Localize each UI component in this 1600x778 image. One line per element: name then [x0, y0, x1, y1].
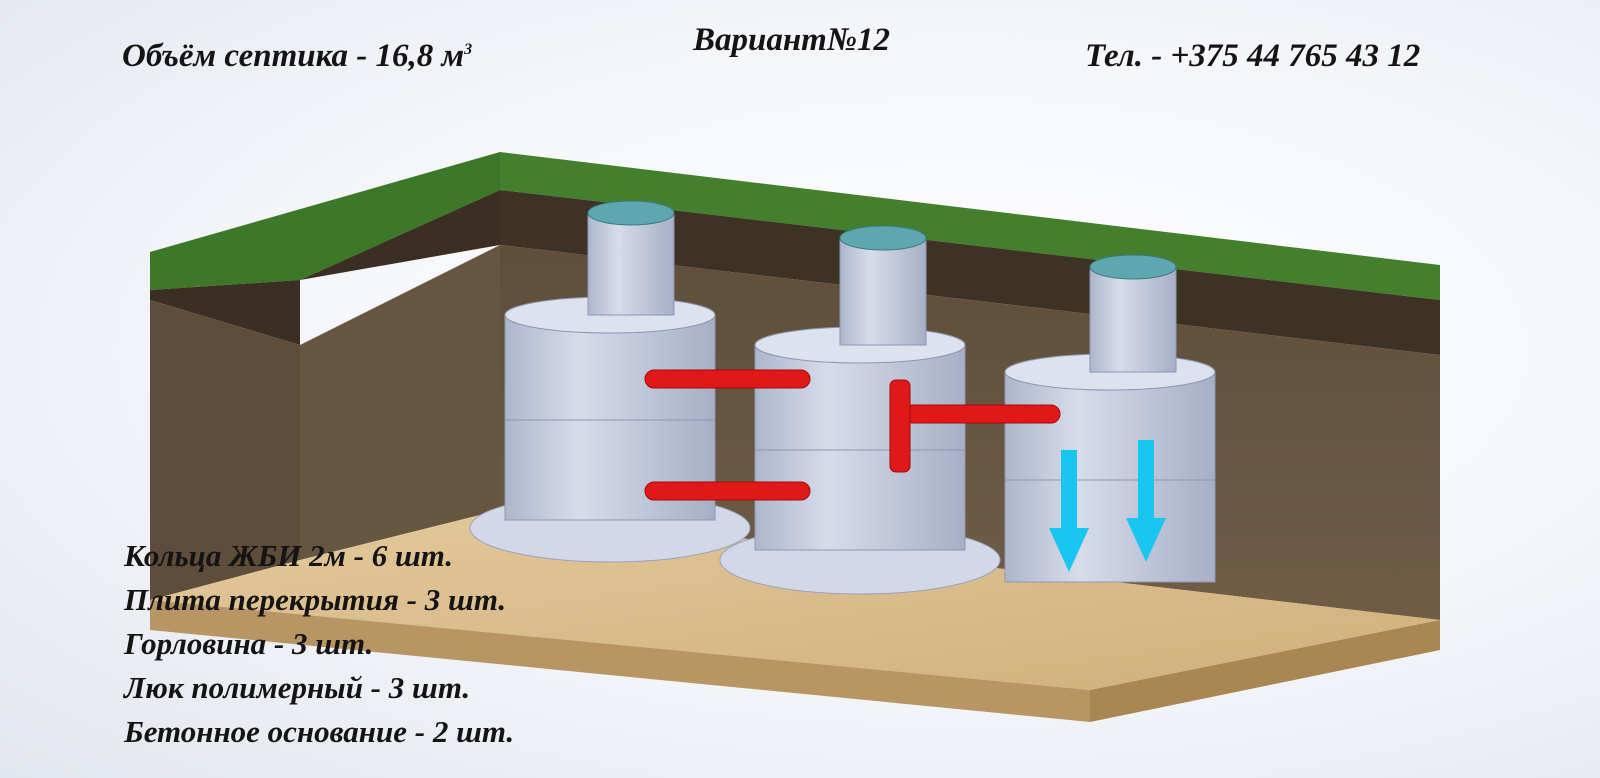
grass-top-back: [500, 152, 1440, 300]
manhole-hatch-icon: [839, 225, 927, 251]
septic-volume: Объём септика - 16,8 м3: [122, 38, 473, 74]
chamber-1-wall: [504, 314, 716, 521]
spec-item: Плита перекрытия - 3 шт.: [124, 582, 507, 617]
manhole-hatch-icon: [587, 200, 675, 226]
pipe-2-tee: [889, 379, 911, 473]
spec-item: Горловина - 3 шт.: [124, 626, 374, 661]
soil-left-wall: [150, 300, 300, 600]
grass-top-left: [150, 152, 500, 290]
pipe-1-top: [644, 369, 811, 389]
sand-floor: [150, 510, 1440, 690]
pipe-1-bottom: [644, 481, 811, 501]
volume-unit-superscript: 3: [464, 41, 473, 58]
sand-front-edge: [150, 600, 1090, 722]
spec-item: Кольца ЖБИ 2м - 6 шт.: [124, 538, 454, 573]
septic-chamber-icon: [469, 200, 751, 563]
sand-right-edge: [1090, 620, 1440, 722]
flow-arrow-1: [1049, 450, 1089, 572]
neck-2: [839, 239, 927, 346]
topsoil-back: [500, 190, 1440, 355]
flow-arrow-icon: [1049, 440, 1166, 572]
spec-item: Бетонное основание - 2 шт.: [124, 714, 515, 749]
manhole-hatch-icon: [1089, 254, 1177, 280]
phone-number: Тел. - +375 44 765 43 12: [1085, 38, 1421, 74]
soil-front-left: [300, 245, 500, 560]
topsoil-left: [150, 190, 500, 345]
specs-list: Кольца ЖБИ 2м - 6 шт. Плита перекрытия -…: [124, 534, 514, 754]
variant-title: Вариант№12: [693, 22, 891, 58]
chamber-3-wall: [1004, 371, 1216, 583]
spec-item: Люк полимерный - 3 шт.: [124, 670, 471, 705]
neck-1: [587, 214, 675, 316]
septic-chamber-icon: [1004, 254, 1216, 583]
pipe-icon: [644, 369, 1061, 501]
flow-arrow-2: [1126, 440, 1166, 562]
pipe-2: [894, 404, 1061, 424]
neck-3: [1089, 269, 1177, 373]
